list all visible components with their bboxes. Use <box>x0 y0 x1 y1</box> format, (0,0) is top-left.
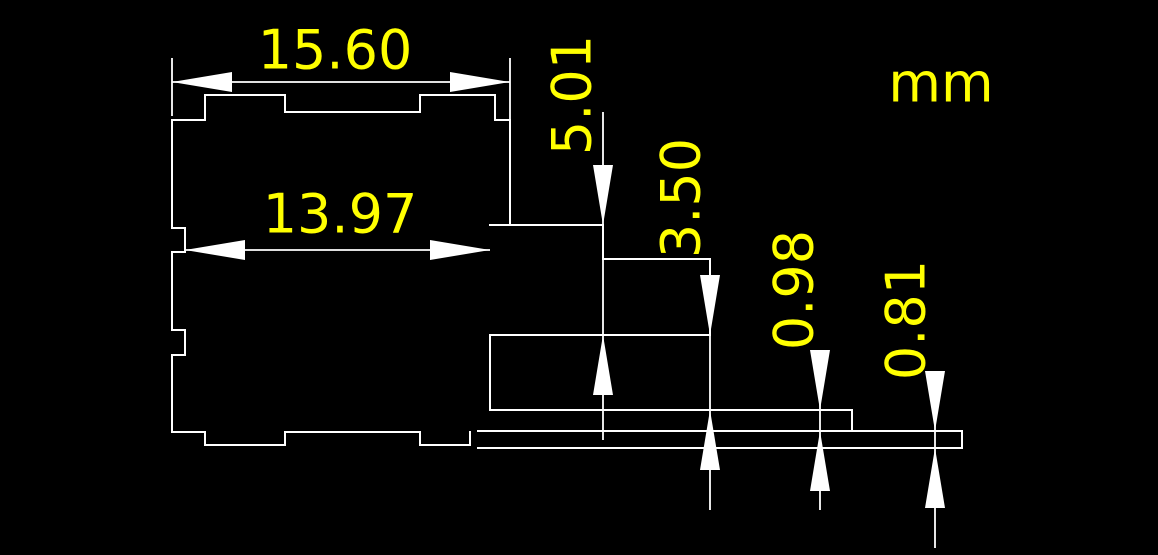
dim-arrowhead-up <box>810 431 830 491</box>
dim-arrowhead-up <box>593 335 613 395</box>
dimension-inner-width-label: 13.97 <box>263 183 418 246</box>
dimension-lower-flange-label: 0.81 <box>875 260 938 380</box>
dim-arrowhead-right <box>450 72 510 92</box>
dim-arrowhead-down <box>810 350 830 410</box>
dimension-step-height: 3.50 <box>650 138 720 510</box>
dimension-outer-width: 15.60 <box>171 19 511 122</box>
units-label: mm <box>888 52 993 115</box>
dim-arrowhead-left <box>172 72 232 92</box>
part-outline <box>171 94 963 449</box>
dim-arrowhead-up <box>700 410 720 470</box>
dim-arrowhead-left <box>185 240 245 260</box>
dim-arrowhead-down <box>925 371 945 431</box>
dim-arrowhead-down <box>593 165 613 225</box>
dimension-outer-width-label: 15.60 <box>258 19 413 82</box>
dimension-lower-flange-thickness: 0.81 <box>875 260 945 548</box>
dimension-upper-flange-label: 0.98 <box>763 230 826 350</box>
dimension-tab-height: 5.01 <box>541 35 613 440</box>
dimension-upper-flange-thickness: 0.98 <box>763 230 830 510</box>
dimension-step-height-label: 3.50 <box>650 138 713 258</box>
dim-arrowhead-up <box>925 448 945 508</box>
dim-arrowhead-right <box>430 240 490 260</box>
dimension-inner-width: 13.97 <box>185 183 490 260</box>
dimension-tab-height-label: 5.01 <box>541 35 604 155</box>
dim-arrowhead-down <box>700 275 720 335</box>
